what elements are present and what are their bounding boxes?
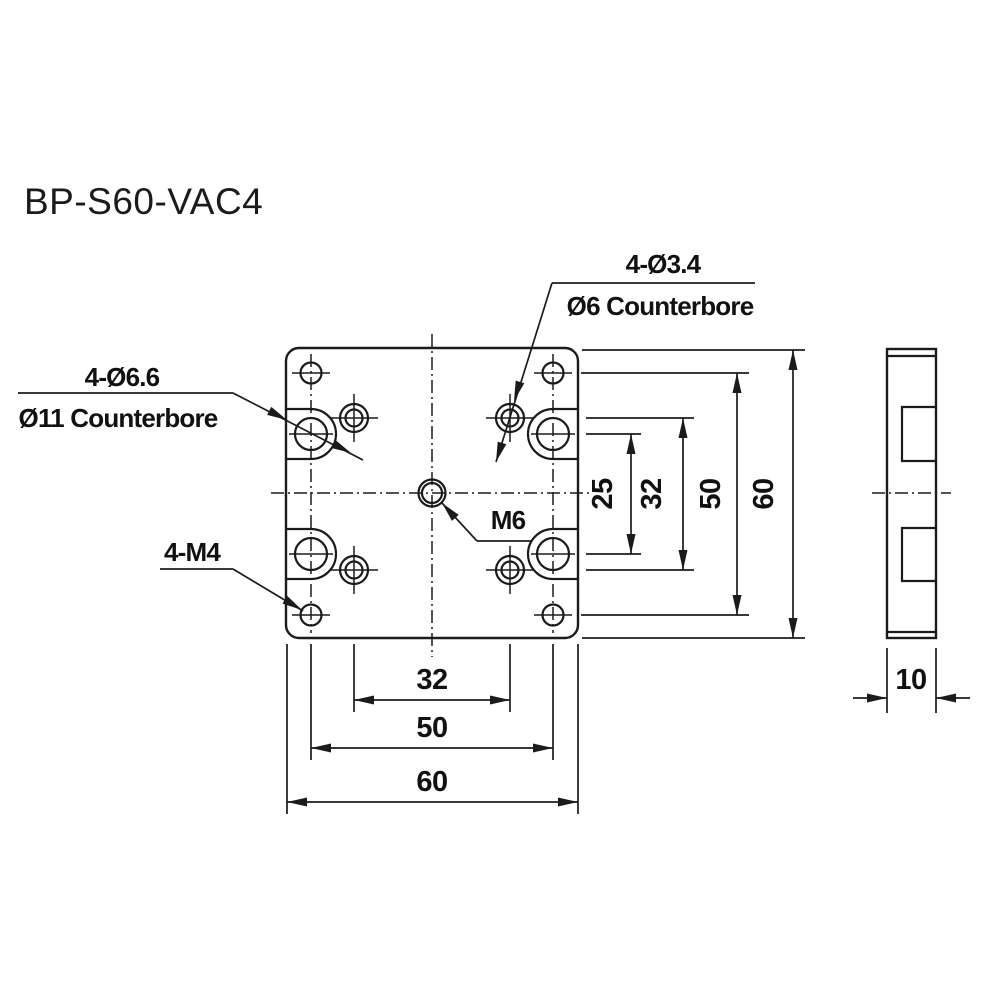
center-hole-m6	[417, 478, 447, 508]
counterbore-notch-lower	[900, 526, 936, 583]
dim-25-vertical: 25	[587, 434, 636, 554]
small-counterbore-note-label: Ø6 Counterbore	[567, 291, 754, 321]
dim-60-vertical: 60	[748, 350, 798, 638]
side-view: 10	[853, 347, 970, 713]
dim-10-thickness: 10	[853, 648, 970, 713]
corner-hole-top-right	[534, 361, 572, 385]
counterbore-notch-upper	[900, 405, 936, 463]
dim-32-vertical: 32	[636, 418, 688, 570]
callout-small-counterbore: 4-Ø3.4 Ø6 Counterbore	[495, 249, 755, 463]
dim-32-value: 32	[416, 664, 447, 696]
corner-hole-bottom-left	[292, 603, 330, 627]
small-counterbore-bottom-right	[486, 546, 534, 594]
dim-32-value: 32	[636, 478, 668, 509]
dim-25-value: 25	[587, 478, 619, 510]
dim-60-horizontal: 60	[287, 766, 578, 807]
dim-60-value: 60	[416, 766, 447, 798]
dim-60-value: 60	[748, 478, 780, 509]
large-counterbore-size-label: 4-Ø6.6	[85, 362, 160, 392]
dim-10-value: 10	[895, 664, 926, 696]
dimensions-bottom: 32 50 60	[286, 644, 579, 814]
dimensions-right: 25 32 50 60	[581, 349, 805, 639]
dim-50-vertical: 50	[695, 373, 742, 615]
large-counterbore-bottom-left	[286, 527, 338, 581]
leader-arrowhead	[267, 406, 287, 420]
small-counterbore-size-label: 4-Ø3.4	[626, 249, 702, 279]
front-view	[271, 334, 591, 657]
corner-hole-bottom-right	[534, 603, 572, 627]
leader-line	[495, 282, 553, 463]
callout-center-hole: M6	[441, 502, 532, 542]
leader-arrowhead	[442, 503, 459, 521]
large-counterbore-note-label: Ø11 Counterbore	[19, 403, 218, 433]
callout-tapped-holes: 4-M4	[160, 537, 304, 612]
dim-32-horizontal: 32	[354, 664, 510, 705]
leader-arrowhead	[514, 380, 525, 401]
part-number-title: BP-S60-VAC4	[24, 181, 263, 222]
large-counterbore-top-right	[526, 407, 578, 461]
leader-arrowhead	[331, 439, 351, 453]
tapped-holes-label: 4-M4	[164, 537, 221, 567]
callout-large-counterbore: 4-Ø6.6 Ø11 Counterbore	[18, 362, 364, 461]
center-hole-label: M6	[491, 505, 526, 535]
leader-arrowhead	[496, 441, 507, 462]
dim-50-horizontal: 50	[311, 712, 553, 753]
dim-50-value: 50	[695, 478, 727, 509]
small-counterbore-top-left	[330, 394, 378, 442]
corner-hole-top-left	[292, 361, 330, 385]
leader-arrowhead	[282, 595, 302, 610]
large-counterbore-bottom-right	[526, 527, 578, 581]
small-counterbore-bottom-left	[330, 546, 378, 594]
dim-50-value: 50	[416, 712, 447, 744]
